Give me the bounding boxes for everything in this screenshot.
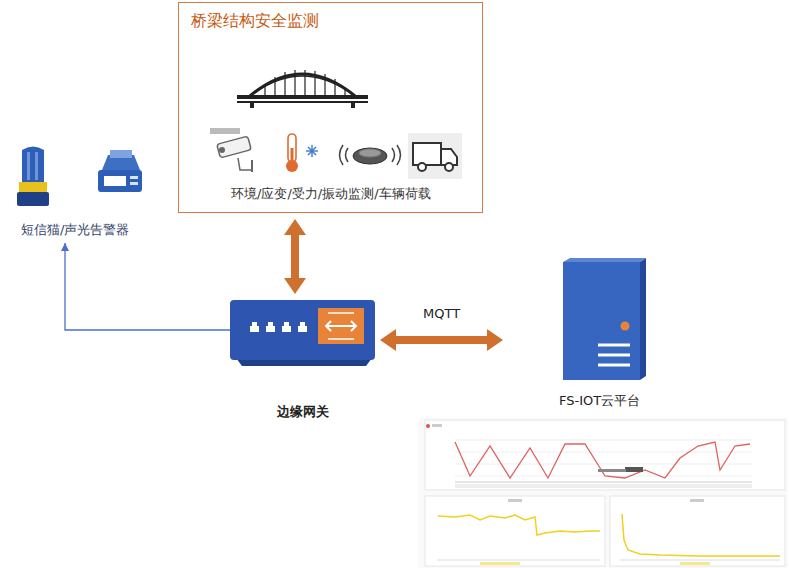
cloud-server: FS-IOT云平台: [505, 255, 695, 413]
gateway-device: [230, 300, 375, 366]
vibration-sensor-icon: [340, 145, 401, 165]
connector: [380, 329, 503, 351]
alarm-beacon-icon: [17, 147, 49, 207]
node-label: 短信猫/声光告警器: [21, 222, 129, 238]
sms-modem-icon: [98, 150, 142, 192]
chart-screenshot: [418, 418, 788, 568]
edge-gateway: 边缘网关: [228, 296, 378, 424]
alarm-device-group: 短信猫/声光告警器: [5, 140, 145, 240]
connector: [61, 243, 230, 330]
double-arrow: [284, 219, 306, 294]
truck-icon: [408, 133, 462, 179]
double-arrow: [380, 329, 503, 351]
node-label: FS-IOT云平台: [559, 393, 640, 409]
server-icon: [563, 258, 646, 380]
monitor-group-box: 桥梁结构安全监测环境/应变/受力/振动监测/车辆荷载: [178, 2, 483, 213]
bridge-icon: [237, 70, 368, 108]
edge-label: MQTT: [420, 306, 463, 322]
thermometer-icon: [286, 134, 318, 172]
alarm-line: [65, 243, 230, 330]
group-title: 桥梁结构安全监测: [191, 11, 319, 30]
arrowhead: [61, 243, 69, 251]
node-label: 环境/应变/受力/振动监测/车辆荷载: [231, 186, 431, 202]
node-label: 边缘网关: [277, 404, 329, 420]
connector: [284, 219, 306, 294]
camera-icon: [210, 128, 252, 172]
